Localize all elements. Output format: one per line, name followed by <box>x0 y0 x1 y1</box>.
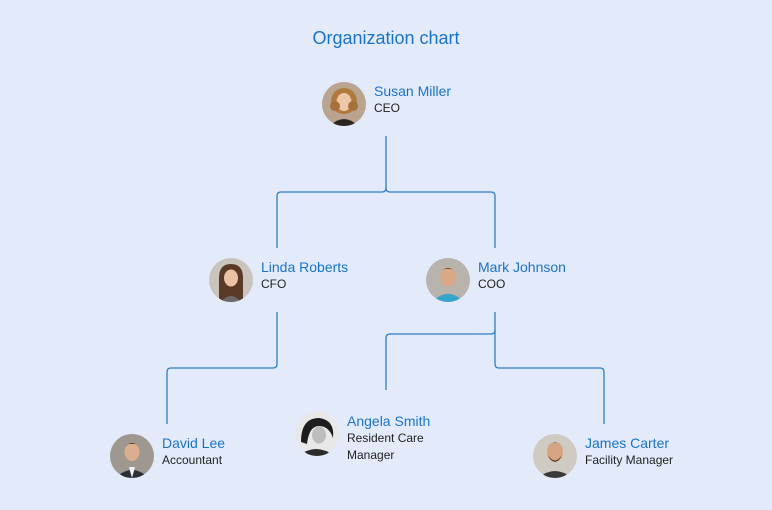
node-name: David Lee <box>162 435 226 451</box>
node-james-carter[interactable]: James Carter Facility Manager <box>533 434 673 478</box>
node-name: Susan Miller <box>374 83 452 99</box>
node-role: COO <box>478 277 506 291</box>
node-role: CEO <box>374 101 401 115</box>
connector-mark-james <box>494 330 605 424</box>
node-name: Linda Roberts <box>261 259 349 275</box>
node-david-lee[interactable]: David Lee Accountant <box>110 434 225 478</box>
connector-mark-angela <box>385 312 496 390</box>
connector-linda-david <box>166 312 278 424</box>
connector-susan-mark <box>385 187 496 248</box>
node-susan-miller[interactable]: Susan Miller CEO <box>322 82 451 126</box>
connector-susan-linda <box>276 136 387 248</box>
man-beard-avatar <box>533 434 577 478</box>
node-role: Resident Care Manager <box>347 431 424 462</box>
man-teal-shirt-avatar <box>426 258 470 302</box>
man-suit-avatar <box>110 434 154 478</box>
woman-long-hair-avatar <box>209 258 253 302</box>
woman-black-white-avatar <box>295 412 339 456</box>
node-name: Mark Johnson <box>478 259 566 275</box>
node-mark-johnson[interactable]: Mark Johnson COO <box>426 258 566 302</box>
node-linda-roberts[interactable]: Linda Roberts CFO <box>209 258 348 302</box>
node-role: Facility Manager <box>585 453 674 467</box>
node-role: Accountant <box>162 453 223 467</box>
woman-curly-hair-avatar <box>322 82 366 126</box>
node-angela-smith[interactable]: Angela Smith Resident Care Manager <box>295 412 457 464</box>
node-role: CFO <box>261 277 287 291</box>
node-name: James Carter <box>585 435 670 451</box>
page-title: Organization chart <box>312 28 460 48</box>
node-name: Angela Smith <box>347 413 431 429</box>
